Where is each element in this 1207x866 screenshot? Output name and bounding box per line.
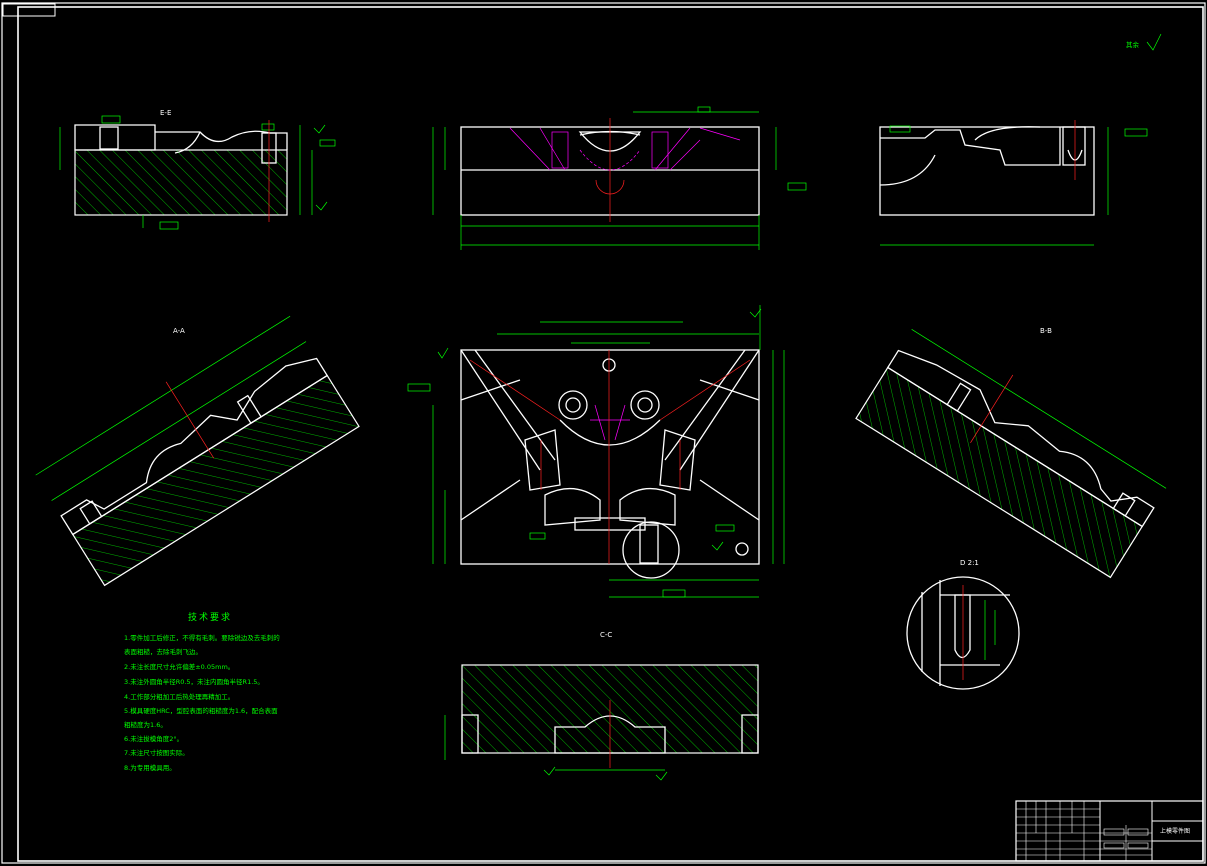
view-cc: C-C bbox=[444, 631, 759, 781]
corner-tag bbox=[2, 3, 56, 17]
section-label-cc: C-C bbox=[600, 631, 612, 639]
inner-frame bbox=[17, 6, 1204, 862]
section-label-bb: B-B bbox=[1040, 327, 1052, 335]
view-bb: B-B bbox=[855, 327, 1167, 579]
view-detail: D 2:1 bbox=[906, 559, 1020, 690]
view-front bbox=[432, 106, 807, 250]
section-label-aa: A-A bbox=[173, 327, 185, 335]
tech-item-1: 1.零件加工后修正，不得有毛刺。要除锐边及去毛刺的 bbox=[124, 633, 280, 642]
view-aa: A-A bbox=[35, 315, 360, 587]
roughness-symbol-icon bbox=[1146, 33, 1162, 51]
tech-item-8: 8.为专用模具用。 bbox=[124, 763, 176, 772]
drawing-name: 上模零件图 bbox=[1160, 827, 1190, 835]
tech-item-4: 4.工作部分粗加工后热处理再精加工。 bbox=[124, 692, 234, 701]
view-plan bbox=[407, 305, 785, 598]
title-block: 上模零件图 bbox=[1015, 800, 1204, 862]
surface-note: 其余 bbox=[1126, 40, 1140, 49]
tech-item-1b: 表面粗糙，去除毛刺飞边。 bbox=[124, 647, 202, 656]
tech-item-5: 5.模具硬度HRC，型腔表面的粗糙度为1.6，配合表面 bbox=[124, 706, 278, 715]
section-label-ee: E-E bbox=[160, 109, 171, 117]
tech-title: 技术要求 bbox=[188, 611, 232, 623]
tech-item-5b: 粗糙度为1.6。 bbox=[124, 720, 167, 729]
tech-item-7: 7.未注尺寸按图实际。 bbox=[124, 748, 189, 757]
view-right bbox=[879, 120, 1148, 246]
tech-item-2: 2.未注长度尺寸允许偏差±0.05mm。 bbox=[124, 662, 234, 671]
tech-requirements: 技术要求 1.零件加工后修正，不得有毛刺。要除锐边及去毛刺的 表面粗糙，去除毛刺… bbox=[124, 611, 280, 772]
tech-item-3: 3.未注外圆角半径R0.5，未注内圆角半径R1.5。 bbox=[124, 677, 264, 686]
view-ee: E-E bbox=[59, 109, 336, 230]
section-label-detail: D 2:1 bbox=[960, 559, 979, 567]
tech-item-6: 6.未注拔模角度2°。 bbox=[124, 734, 183, 743]
